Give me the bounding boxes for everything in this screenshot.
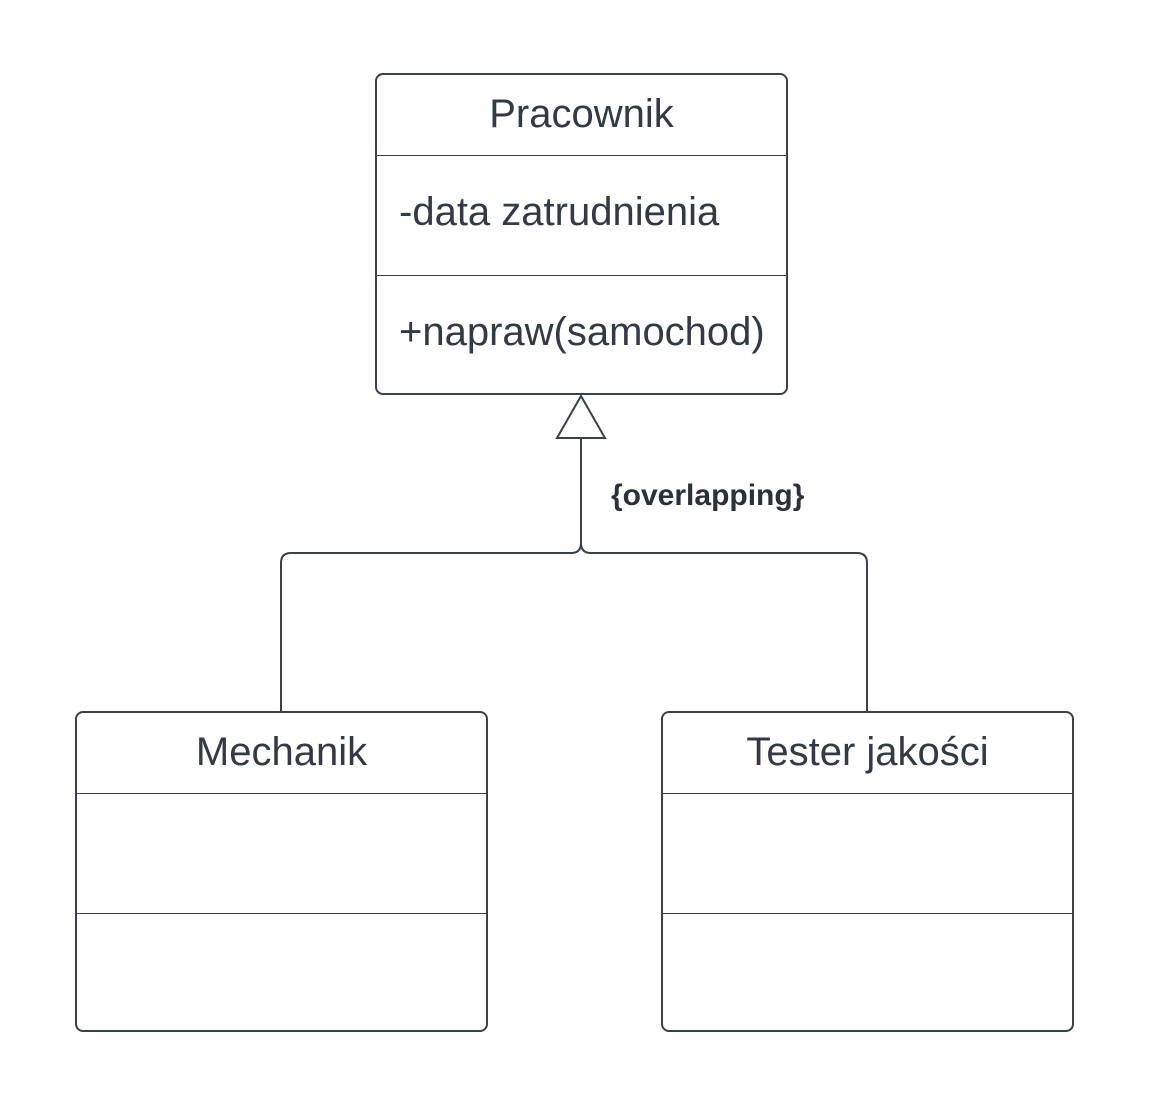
generalization-branch-mechanik (280, 542, 582, 711)
methods-compartment (77, 913, 486, 1030)
attribute-data-zatrudnienia: -data zatrudnienia (399, 190, 720, 234)
class-tester-jakosci[interactable]: Tester jakości (661, 711, 1074, 1032)
class-name-compartment: Pracownik (377, 75, 786, 155)
overlapping-constraint-label: {overlapping} (611, 479, 805, 512)
attributes-compartment: -data zatrudnienia (377, 155, 786, 275)
class-name-compartment: Mechanik (77, 713, 486, 793)
attributes-compartment (663, 793, 1072, 913)
class-name-tester-jakosci: Tester jakości (746, 730, 989, 774)
attributes-compartment (77, 793, 486, 913)
class-name-compartment: Tester jakości (663, 713, 1072, 793)
generalization-branch-tester (580, 542, 868, 711)
methods-compartment: +napraw(samochod) (377, 275, 786, 393)
class-name-mechanik: Mechanik (195, 730, 368, 774)
methods-compartment (663, 913, 1072, 1030)
class-mechanik[interactable]: Mechanik (75, 711, 488, 1032)
generalization-arrowhead (555, 393, 607, 439)
class-name-pracownik: Pracownik (489, 92, 674, 136)
class-pracownik[interactable]: Pracownik -data zatrudnienia +napraw(sam… (375, 73, 788, 395)
method-napraw: +napraw(samochod) (399, 310, 765, 354)
